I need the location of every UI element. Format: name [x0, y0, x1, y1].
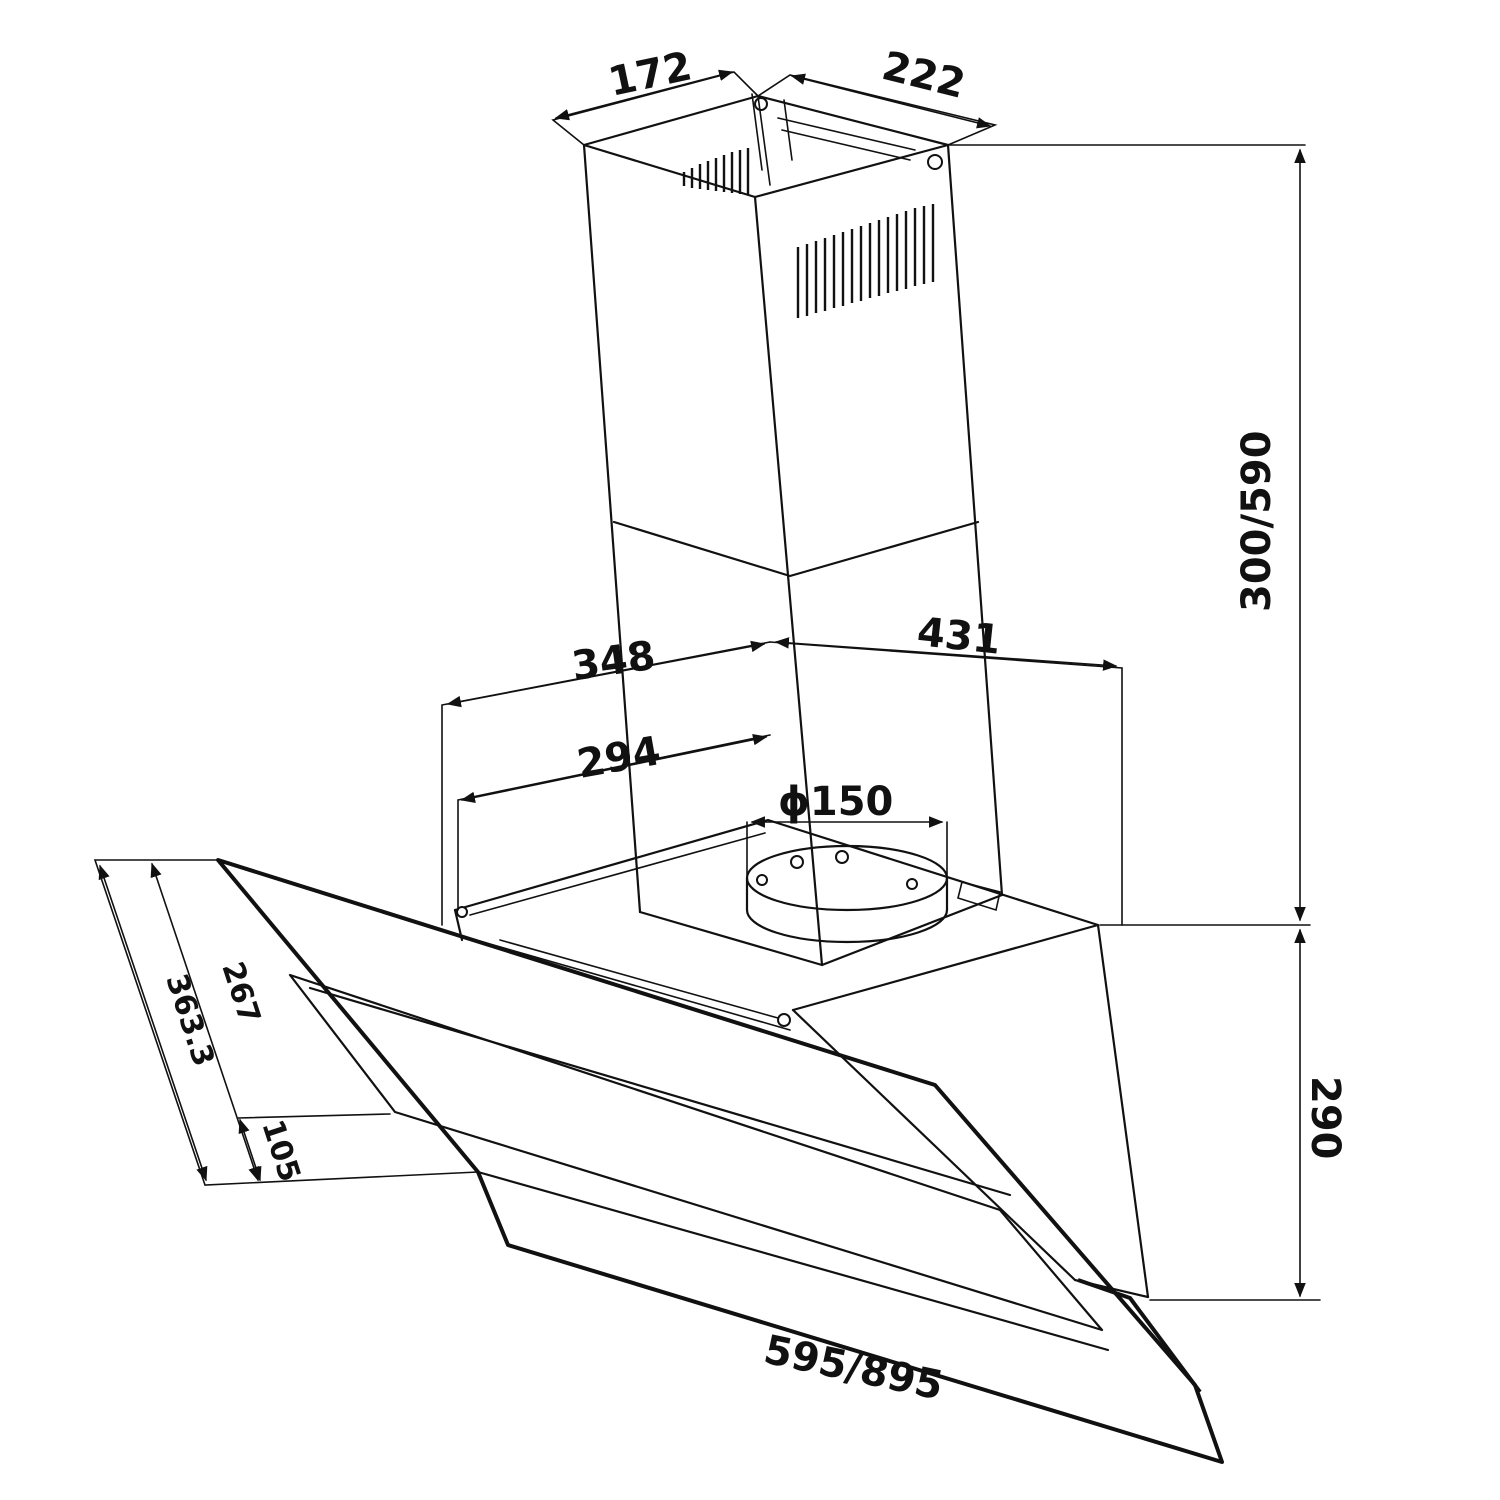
chimney-joint — [612, 520, 980, 578]
hood-right-side — [1096, 923, 1150, 1299]
chimney-vent-front — [796, 204, 935, 318]
dim-line-105 — [238, 1118, 262, 1182]
chimney-vent-back — [682, 148, 750, 195]
hood-screw — [456, 906, 468, 918]
dim-ext-150 — [746, 821, 948, 879]
dim-line-294 — [460, 733, 768, 804]
label-front-edge: 105 — [254, 1116, 307, 1186]
outlet-collar — [745, 844, 1001, 944]
collar-sides — [745, 876, 949, 912]
label-side-outer: 363.3 — [158, 970, 221, 1071]
hood-screw — [777, 1013, 791, 1027]
label-chimney-width: 222 — [878, 43, 970, 108]
label-body-height: 290 — [1302, 1076, 1348, 1160]
chimney — [582, 93, 1004, 967]
label-body-width: 431 — [915, 609, 1003, 663]
chimney-screw-hole — [927, 154, 943, 170]
glass-inner-frame — [288, 973, 1104, 1332]
collar-screw — [906, 878, 918, 890]
hood-body — [453, 818, 1150, 1299]
label-hood-width: 595/895 — [760, 1327, 947, 1410]
dim-line-431 — [774, 637, 1118, 671]
dim-line-595-895 — [507, 1244, 1223, 1463]
label-chimney-height: 300/590 — [1234, 430, 1280, 612]
chimney-top-rim — [582, 94, 950, 199]
dim-line-348 — [446, 640, 766, 708]
glass-inner-line — [308, 986, 1012, 1197]
collar-bottom-arc — [745, 908, 949, 944]
chimney-right-edge — [946, 143, 1004, 897]
collar-screw — [756, 874, 768, 886]
dim-line-222 — [790, 73, 992, 129]
dimension-lines — [93, 69, 1321, 1463]
dimension-labels: 172 222 300/590 348 431 294 ϕ150 290 595… — [158, 43, 1348, 1409]
chimney-front-edge — [753, 195, 824, 967]
chimney-bracket — [751, 93, 793, 171]
glass-lower-line — [476, 1170, 1110, 1352]
chimney-back-edge — [757, 95, 771, 186]
glass-right-edge — [1077, 1278, 1202, 1394]
chimney-bottom — [638, 893, 1004, 967]
dim-line-172 — [554, 69, 734, 121]
collar-screw — [790, 855, 804, 869]
chimney-screw-hole — [754, 97, 768, 111]
label-chimney-depth: 172 — [605, 43, 696, 105]
dim-ext-105 — [237, 1113, 391, 1119]
label-outlet-diameter: ϕ150 — [778, 779, 893, 825]
glass-panel — [216, 858, 1224, 1464]
hood-top-inner-edge — [469, 832, 766, 916]
label-side-inner: 267 — [214, 958, 267, 1028]
hood-right-panel — [791, 1008, 1150, 1299]
hood-top-surface — [453, 818, 1100, 1012]
collar-screw — [835, 850, 849, 864]
chimney-bracket-slot — [777, 117, 916, 161]
glass-outer — [216, 858, 1224, 1464]
collar-plate — [957, 881, 1001, 912]
label-body-depth: 348 — [569, 633, 658, 690]
label-inner-depth: 294 — [574, 728, 664, 788]
